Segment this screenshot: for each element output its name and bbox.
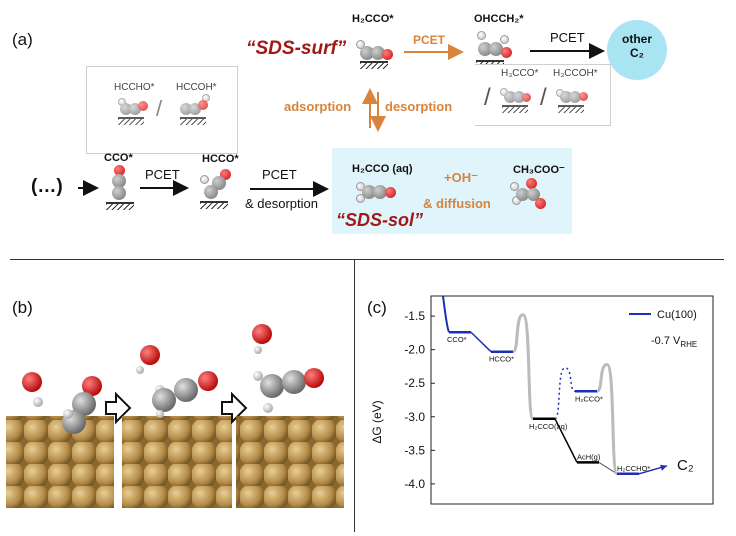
blocked-intermediates-box [86,66,238,154]
y-tick-label: -3.5 [404,443,425,457]
snapshot-2 [122,345,232,508]
oh-minus-label: +OH⁻ [444,170,478,185]
slash-divider-1: / [156,96,163,121]
other-c2-circle [607,20,667,80]
slash-divider-2: / [484,84,491,111]
methyl-intermediates-box [475,64,611,126]
snapshot-3 [236,324,344,508]
snapshot-1 [6,372,114,508]
h2cco-aq-label: H₂CCO (aq) [352,163,413,175]
y-axis-label: ΔG (eV) [370,400,384,443]
md-snapshots [6,324,344,508]
hccoh-star-label: HCCOH* [176,82,217,93]
state-label: CCO* [447,335,467,344]
other-c2-label: other C₂ [622,32,652,60]
panel-a-label: (a) [12,30,33,49]
h3ccoh-star-molecule [556,84,594,113]
acetate-molecule [508,176,552,212]
snapshot-arrow-1 [105,391,132,425]
state-label: HCCO* [489,355,514,364]
pcet-label-1: PCET [145,167,180,182]
c2-arrowhead [660,464,667,471]
sds-surf-title: “SDS-surf” [246,38,347,59]
adsorption-label: adsorption [284,99,352,114]
vertical-divider [354,260,355,532]
barrier-curve [596,362,619,476]
hcco-star-molecule [198,165,238,209]
legend-label: Cu(100) [657,309,697,321]
h2cco-star-molecule [356,34,396,69]
connector-line [598,461,618,475]
y-tick-label: -1.5 [404,309,425,323]
desorption-step-label: & desorption [245,196,318,211]
h3ccoh-star-label: H₃CCOH* [553,68,598,79]
ohcch2-star-label: OHCCH₂* [474,13,524,25]
pcet-label-c2: PCET [550,30,585,45]
ch3coo-label: CH₃COO⁻ [513,164,565,176]
panel-b-label: (b) [12,298,33,317]
state-label: H₂CCO* [575,394,603,403]
c2-label: C₂ [677,457,694,474]
cco-star-molecule [106,165,136,211]
ellipsis-label: (…) [31,176,63,197]
y-tick-label: -2.5 [404,376,425,390]
cco-star-label: CCO* [104,152,133,164]
hccho-star-label: HCCHO* [114,82,155,93]
y-tick-label: -3.0 [404,410,425,424]
pcet-label-2: PCET [262,167,297,182]
h3cco-star-label: H₃CCO* [501,68,539,79]
sds-sol-title: “SDS-sol” [336,210,424,230]
connector-line [470,331,492,353]
horizontal-divider [10,259,724,260]
free-energy-chart: ΔG (eV) -1.5 -2.0 -2.5 -3.0 -3.5 -4.0 CCO* HCC… [370,295,714,505]
plot-frame [430,295,714,505]
barrier-curve [511,313,535,421]
h2cco-aq-molecule [356,180,404,204]
pcet-label-surf: PCET [413,33,446,47]
y-ticks: -1.5 -2.0 -2.5 -3.0 -3.5 -4.0 [404,309,435,491]
y-tick-label: -2.0 [404,343,425,357]
h3cco-star-molecule [500,84,538,113]
hccoh-star-molecule [178,94,216,125]
panel-c-label: (c) [367,298,387,317]
hccho-star-molecule [116,94,154,125]
entry-connector [442,295,450,333]
slash-divider-3: / [540,84,547,111]
barrier-curve [554,367,576,420]
snapshot-arrow-2 [221,391,248,425]
y-tick-label: -4.0 [404,477,425,491]
chart-marks: CCO* HCCO* H₂CCO(aq) H₂CCO* AcH(g) H₂CCHO* [442,295,668,476]
potential-label: -0.7 VRHE [651,335,697,349]
diffusion-label: & diffusion [423,196,491,211]
h2cco-star-label: H₂CCO* [352,13,394,25]
state-label: H₂CCHO* [617,464,650,473]
connector-line [554,418,578,463]
hcco-star-label: HCCO* [202,153,239,165]
state-label: AcH(g) [577,452,601,461]
desorption-label: desorption [385,99,453,114]
state-label: H₂CCO(aq) [529,422,568,431]
